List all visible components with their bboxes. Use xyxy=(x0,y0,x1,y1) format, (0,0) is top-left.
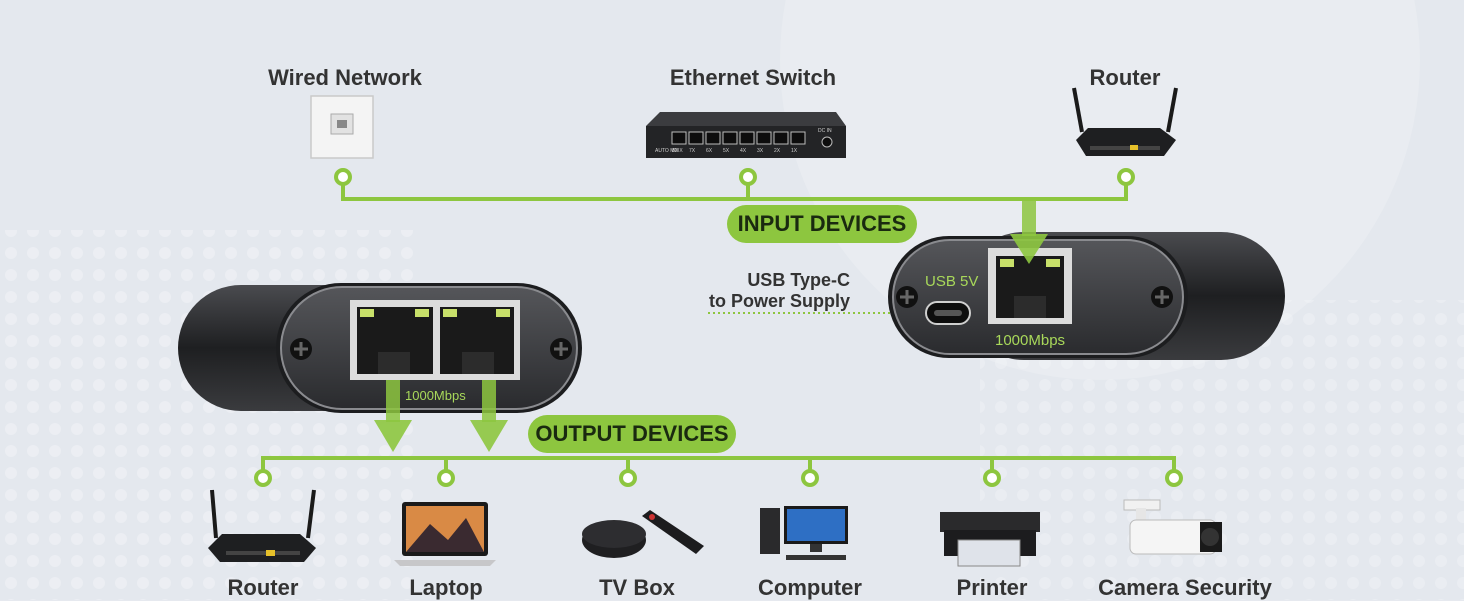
input-device-label-wired: Wired Network xyxy=(268,65,422,90)
input-node-switch xyxy=(739,168,757,186)
usb-5v-label: USB 5V xyxy=(925,273,979,290)
input-device-label-switch: Ethernet Switch xyxy=(669,65,837,90)
security-camera-icon xyxy=(1123,499,1222,555)
input-node-wired xyxy=(334,168,352,186)
output-device-label-router: Router xyxy=(227,575,299,600)
output-device-label-laptop: Laptop xyxy=(409,575,483,600)
wall-socket-icon xyxy=(310,95,374,159)
output-node-printer xyxy=(983,469,1001,487)
output-device-label-tvbox: TV Box xyxy=(599,575,675,600)
input-devices-heading: INPUT DEVICES xyxy=(727,205,917,243)
switch-port-labels: 8X 7X 6X 5X 4X 3X 2X 1X xyxy=(672,148,812,154)
printer-icon xyxy=(940,512,1040,567)
output-device-label-computer: Computer xyxy=(758,575,862,600)
ethernet-switch-icon xyxy=(646,112,846,158)
output-device-label-printer: Printer xyxy=(956,575,1028,600)
router-icon xyxy=(208,489,316,562)
switch-power-label: DC IN xyxy=(818,128,832,134)
switch-brand-text: AUTO MDIX xyxy=(655,148,683,154)
switch-port-label: 4X xyxy=(740,148,747,154)
output-device-label-camera: Camera Security xyxy=(1098,575,1272,600)
output-node-computer xyxy=(801,469,819,487)
output-node-camera xyxy=(1165,469,1183,487)
router-icon xyxy=(1072,87,1178,156)
switch-port-label: 1X xyxy=(791,148,798,154)
switch-port-label: 8X xyxy=(672,148,679,154)
usb-note-line1: USB Type-C xyxy=(747,270,850,290)
switch-port-label: 7X xyxy=(689,148,696,154)
computer-icon xyxy=(760,506,848,560)
output-devices-heading: OUTPUT DEVICES xyxy=(528,415,736,453)
input-device-label-router: Router xyxy=(1089,65,1161,90)
usb-power-note: USB Type-C to Power Supply xyxy=(690,270,850,312)
laptop-icon xyxy=(394,502,496,566)
input-node-router xyxy=(1117,168,1135,186)
tv-box-icon xyxy=(582,510,704,558)
output-node-tvbox xyxy=(619,469,637,487)
right-speed-label: 1000Mbps xyxy=(995,332,1066,349)
output-node-router xyxy=(254,469,272,487)
output-node-laptop xyxy=(437,469,455,487)
switch-port-label: 5X xyxy=(723,148,730,154)
left-speed-label: 1000Mbps xyxy=(405,388,466,403)
switch-port-label: 6X xyxy=(706,148,713,154)
switch-port-label: 3X xyxy=(757,148,764,154)
switch-port-label: 2X xyxy=(774,148,781,154)
usb-note-line2: to Power Supply xyxy=(708,291,850,311)
